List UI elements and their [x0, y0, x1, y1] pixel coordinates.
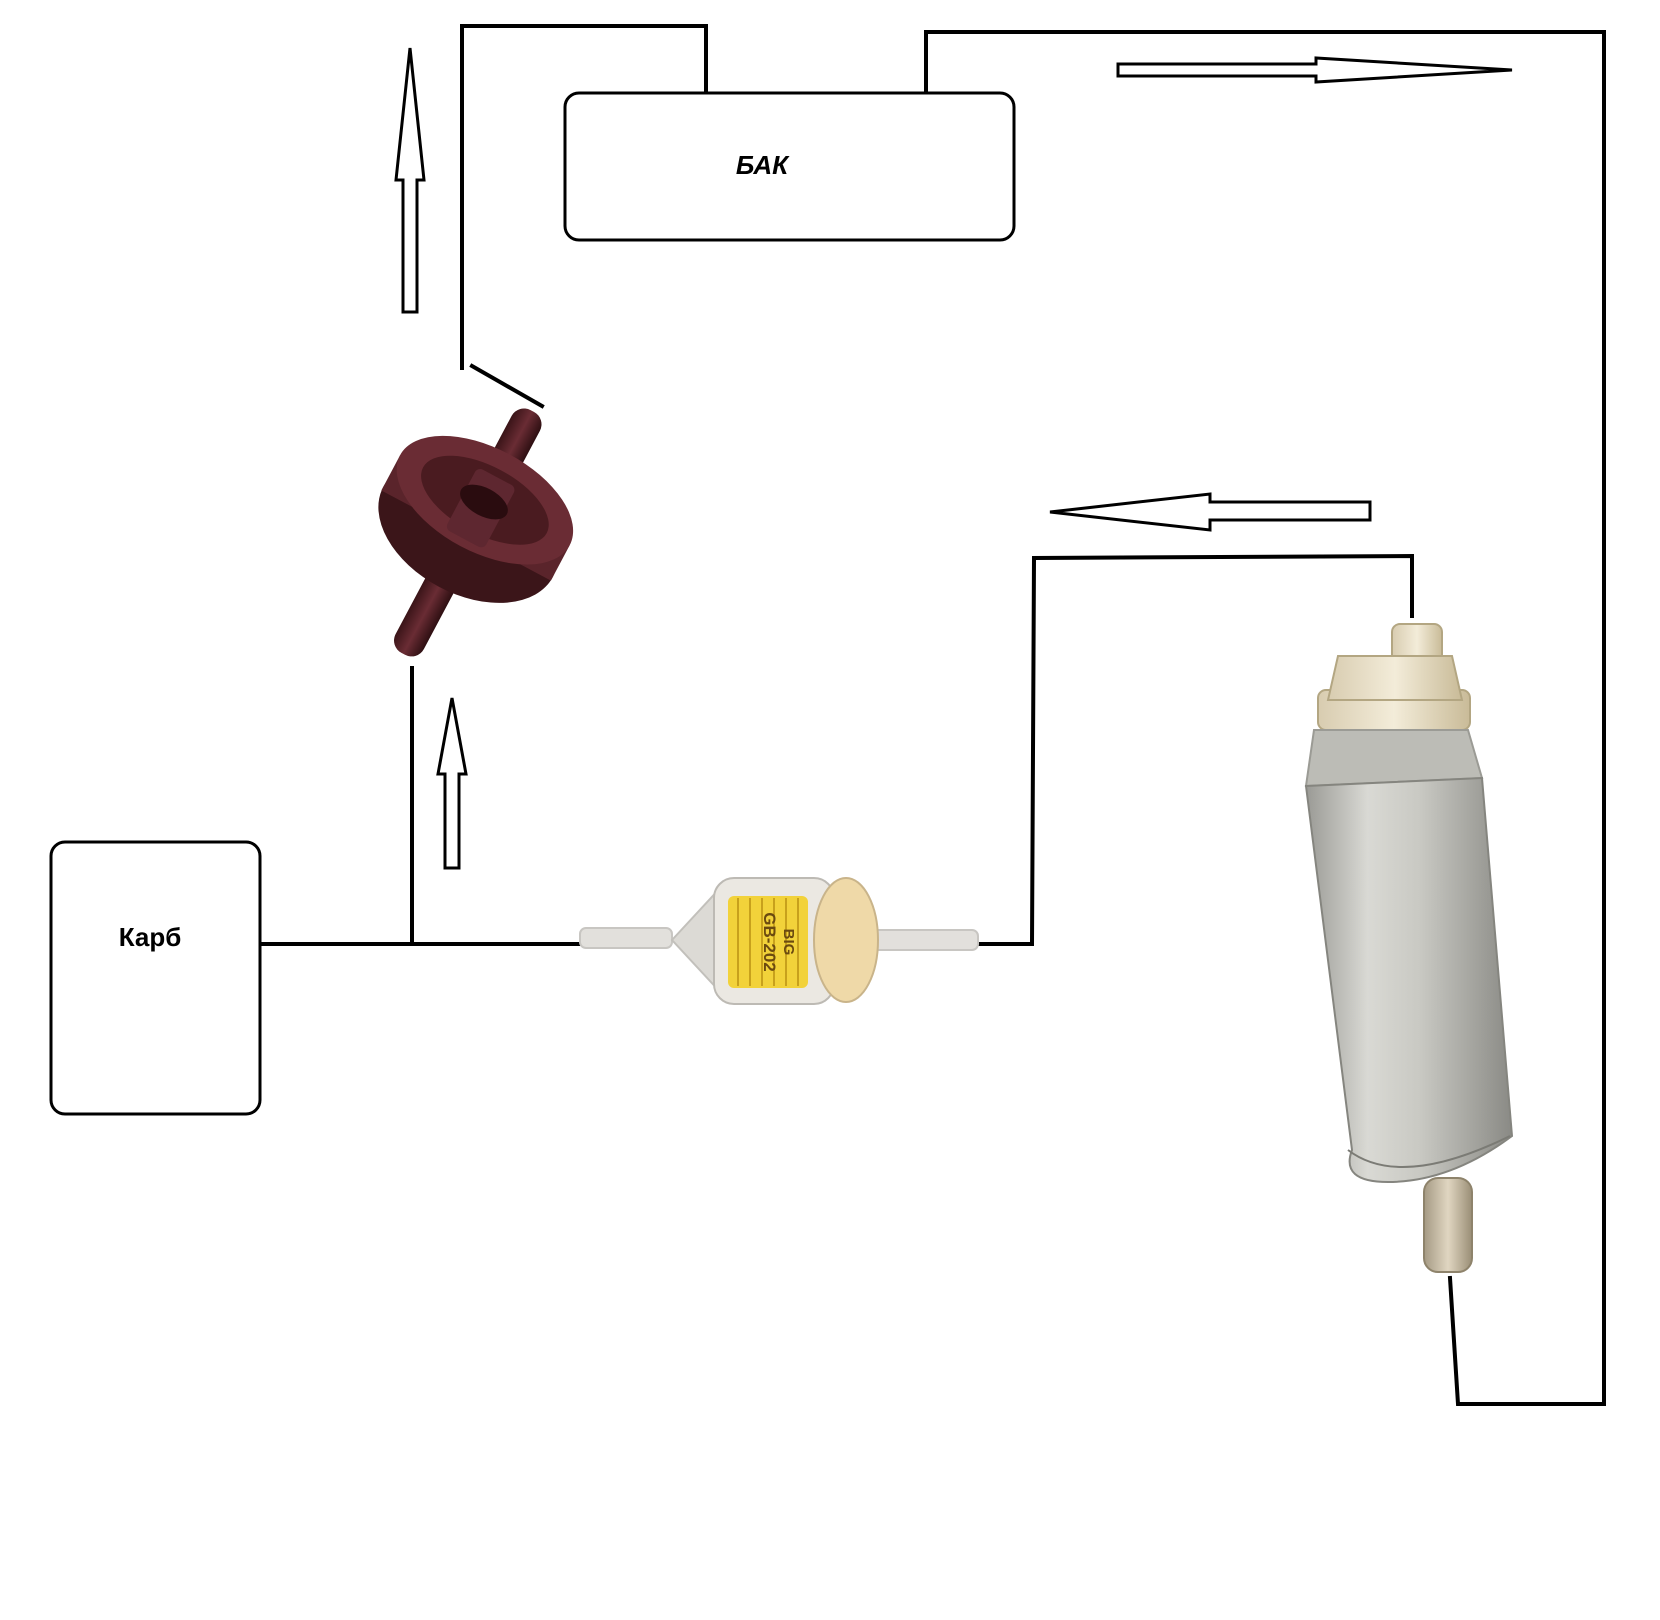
filter-model: GB-202: [760, 912, 779, 972]
filter-brand: BIG: [780, 929, 797, 956]
tank-to-pump-line: [924, 30, 1606, 1406]
fuel-filter: BIG GB-202: [579, 877, 979, 1005]
pump-outlet-nozzle: [1423, 1177, 1473, 1273]
tank-label: БАК: [736, 150, 790, 180]
pump-to-filter-line: [978, 553, 1414, 946]
check-valve: [378, 408, 574, 657]
flow-arrow-up-valve: [436, 697, 468, 870]
fuel-pump: [1304, 623, 1514, 1273]
filter-inlet-nipple: [579, 927, 673, 949]
flow-arrow-up-return: [394, 47, 426, 314]
valve-to-return-line: [469, 363, 545, 409]
tank-box: [563, 91, 1016, 242]
flow-arrow-right-tank: [1116, 56, 1513, 84]
tank: БАК: [563, 91, 1016, 242]
return-line: [460, 24, 708, 370]
flow-arrow-left-pump: [1049, 492, 1372, 532]
carburetor-label: Карб: [119, 922, 182, 952]
carburetor: Карб: [49, 840, 262, 1116]
carburetor-box: [49, 840, 262, 1116]
